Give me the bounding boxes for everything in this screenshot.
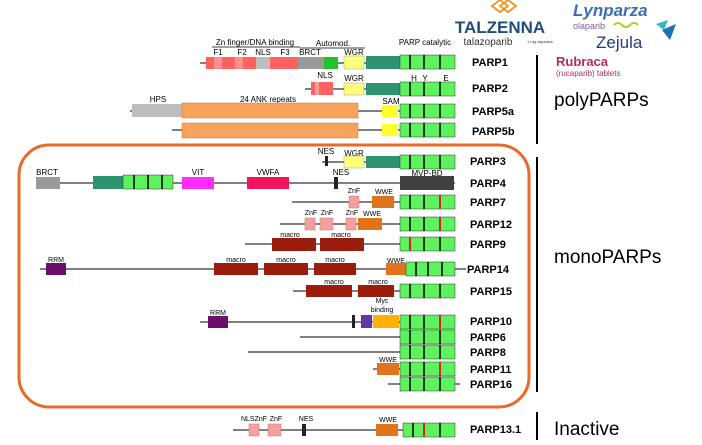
zejula-name: Zejula (596, 33, 643, 52)
protein-parp14: RRM macro macro macro WWE PARP14 (40, 257, 510, 277)
label-zn-finger: Zn finger/DNA binding (216, 38, 294, 47)
label-hps: HPS (150, 95, 166, 104)
label-sam: SAM (382, 97, 400, 106)
label-rrm-parp10: RRM (210, 310, 226, 317)
label-nls-znf-parp13: NLSZnF (241, 416, 267, 423)
label-wwe-parp11: WWE (379, 357, 397, 364)
protein-name-parp15: PARP15 (470, 286, 512, 298)
protein-parp7: ZnF WWE PARP7 (292, 188, 506, 210)
talzenna-logo: TALZENNA talazoparib 1 mg capsules (455, 0, 553, 48)
lynparza-sub: olaparib (573, 21, 605, 31)
protein-parp8: PARP8 (248, 344, 506, 360)
protein-name-parp10: PARP10 (470, 316, 512, 328)
monoparp-box (17, 143, 531, 409)
talzenna-sub: talazoparib (464, 37, 513, 48)
talzenna-name: TALZENNA (455, 18, 545, 37)
protein-name-parp4: PARP4 (470, 178, 507, 190)
label-macro-parp15-a: macro (324, 279, 344, 286)
protein-name-parp11: PARP11 (470, 364, 511, 376)
protein-name-parp16: PARP16 (470, 379, 512, 391)
protein-parp5b: PARP5b (172, 122, 515, 139)
protein-parp9: macro macro PARP9 (245, 232, 506, 252)
label-macro-parp9-b: macro (331, 232, 351, 239)
lynparza-logo: Lynparza olaparib (573, 1, 648, 31)
label-macro-parp9-a: macro (280, 232, 300, 239)
label-f1: F1 (213, 48, 223, 57)
label-mvp: MVP-BD (411, 169, 442, 178)
label-brct: BRCT (299, 48, 321, 57)
label-rrm-parp14: RRM (48, 257, 64, 264)
label-nes-parp4: NES (333, 168, 349, 177)
label-f2: F2 (237, 48, 247, 57)
protein-parp12: ZnF ZnF ZnF WWE PARP12 (280, 210, 512, 232)
protein-name-parp5b: PARP5b (472, 126, 515, 138)
label-nes-parp13: NES (299, 416, 314, 423)
drug-logos: TALZENNA talazoparib 1 mg capsules Lynpa… (455, 0, 676, 78)
label-nls: NLS (255, 48, 271, 57)
label-h: H (411, 74, 417, 83)
group-label-poly: polyPARPs (554, 90, 649, 111)
protein-name-parp2: PARP2 (472, 83, 508, 95)
protein-name-parp6: PARP6 (470, 332, 506, 344)
protein-parp4: BRCT VIT VWFA NES MVP-BD PARP4 (36, 168, 507, 190)
label-wgr-parp3: WGR (344, 149, 364, 158)
protein-parp6: PARP6 (300, 329, 506, 345)
label-znf-parp12-c: ZnF (346, 210, 358, 217)
label-wwe-parp14: WWE (387, 258, 405, 265)
label-y: Y (422, 74, 428, 83)
protein-parp16: PARP16 (388, 376, 512, 392)
rubraca-logo: Rubraca (rucaparib) tablets (556, 54, 620, 78)
protein-name-parp7: PARP7 (470, 197, 506, 209)
talzenna-dose: 1 mg capsules (527, 39, 553, 44)
group-label-mono: monoPARPs (554, 247, 661, 268)
label-f3: F3 (280, 48, 290, 57)
protein-name-parp8: PARP8 (470, 347, 506, 359)
label-automod: Automod. (316, 39, 350, 48)
label-znf-parp7: ZnF (348, 188, 360, 195)
parp1-domain-labels: Zn finger/DNA binding F1 F2 NLS F3 BRCT … (212, 38, 451, 57)
protein-parp11: WWE PARP11 (373, 357, 511, 377)
protein-name-parp1: PARP1 (472, 57, 508, 69)
label-macro-parp14-b: macro (276, 257, 296, 264)
label-e: E (443, 74, 448, 83)
label-wgr-parp2: WGR (344, 74, 364, 83)
label-parp-catalytic: PARP catalytic (399, 38, 451, 47)
label-znf-parp12-b: ZnF (321, 210, 333, 217)
label-macro-parp15-b: macro (368, 279, 388, 286)
label-znf-parp13: ZnF (270, 416, 282, 423)
label-nls-parp2: NLS (317, 71, 333, 80)
lynparza-name: Lynparza (573, 1, 648, 20)
protein-parp2: NLS WGR H Y E PARP2 (305, 71, 508, 97)
protein-name-parp5a: PARP5a (472, 106, 515, 118)
protein-name-parp3: PARP3 (470, 156, 506, 168)
rubraca-name: Rubraca (556, 54, 609, 69)
label-znf-parp12-a: ZnF (305, 210, 317, 217)
label-macro-parp14-a: macro (226, 257, 246, 264)
group-label-inactive: Inactive (554, 419, 619, 440)
protein-parp1: PARP1 (200, 54, 508, 70)
protein-name-parp9: PARP9 (470, 239, 506, 251)
label-vit: VIT (192, 168, 205, 177)
label-wgr: WGR (344, 48, 364, 57)
zejula-logo: Zejula (596, 20, 676, 52)
label-vwfa: VWFA (257, 168, 280, 177)
label-ank: 24 ANK repeats (240, 95, 296, 104)
label-wwe-parp13: WWE (379, 417, 397, 424)
rubraca-sub: (rucaparib) tablets (556, 69, 620, 78)
protein-parp3: NES WGR PARP3 (318, 147, 506, 170)
protein-name-parp12: PARP12 (470, 219, 512, 231)
label-macro-parp14-c: macro (325, 257, 345, 264)
protein-parp13-1: NLSZnF ZnF NES WWE PARP13.1 (233, 416, 521, 438)
label-brct-parp4: BRCT (36, 168, 58, 177)
protein-name-parp13-1: PARP13.1 (470, 424, 521, 436)
protein-name-parp14: PARP14 (467, 264, 510, 276)
protein-parp15: macro macro PARP15 (293, 279, 512, 299)
label-wwe-parp7: WWE (375, 189, 393, 196)
protein-parp5a: HPS 24 ANK repeats SAM PARP5a (130, 95, 515, 119)
label-nes-parp3: NES (318, 147, 334, 156)
label-wwe-parp12: WWE (363, 211, 381, 218)
